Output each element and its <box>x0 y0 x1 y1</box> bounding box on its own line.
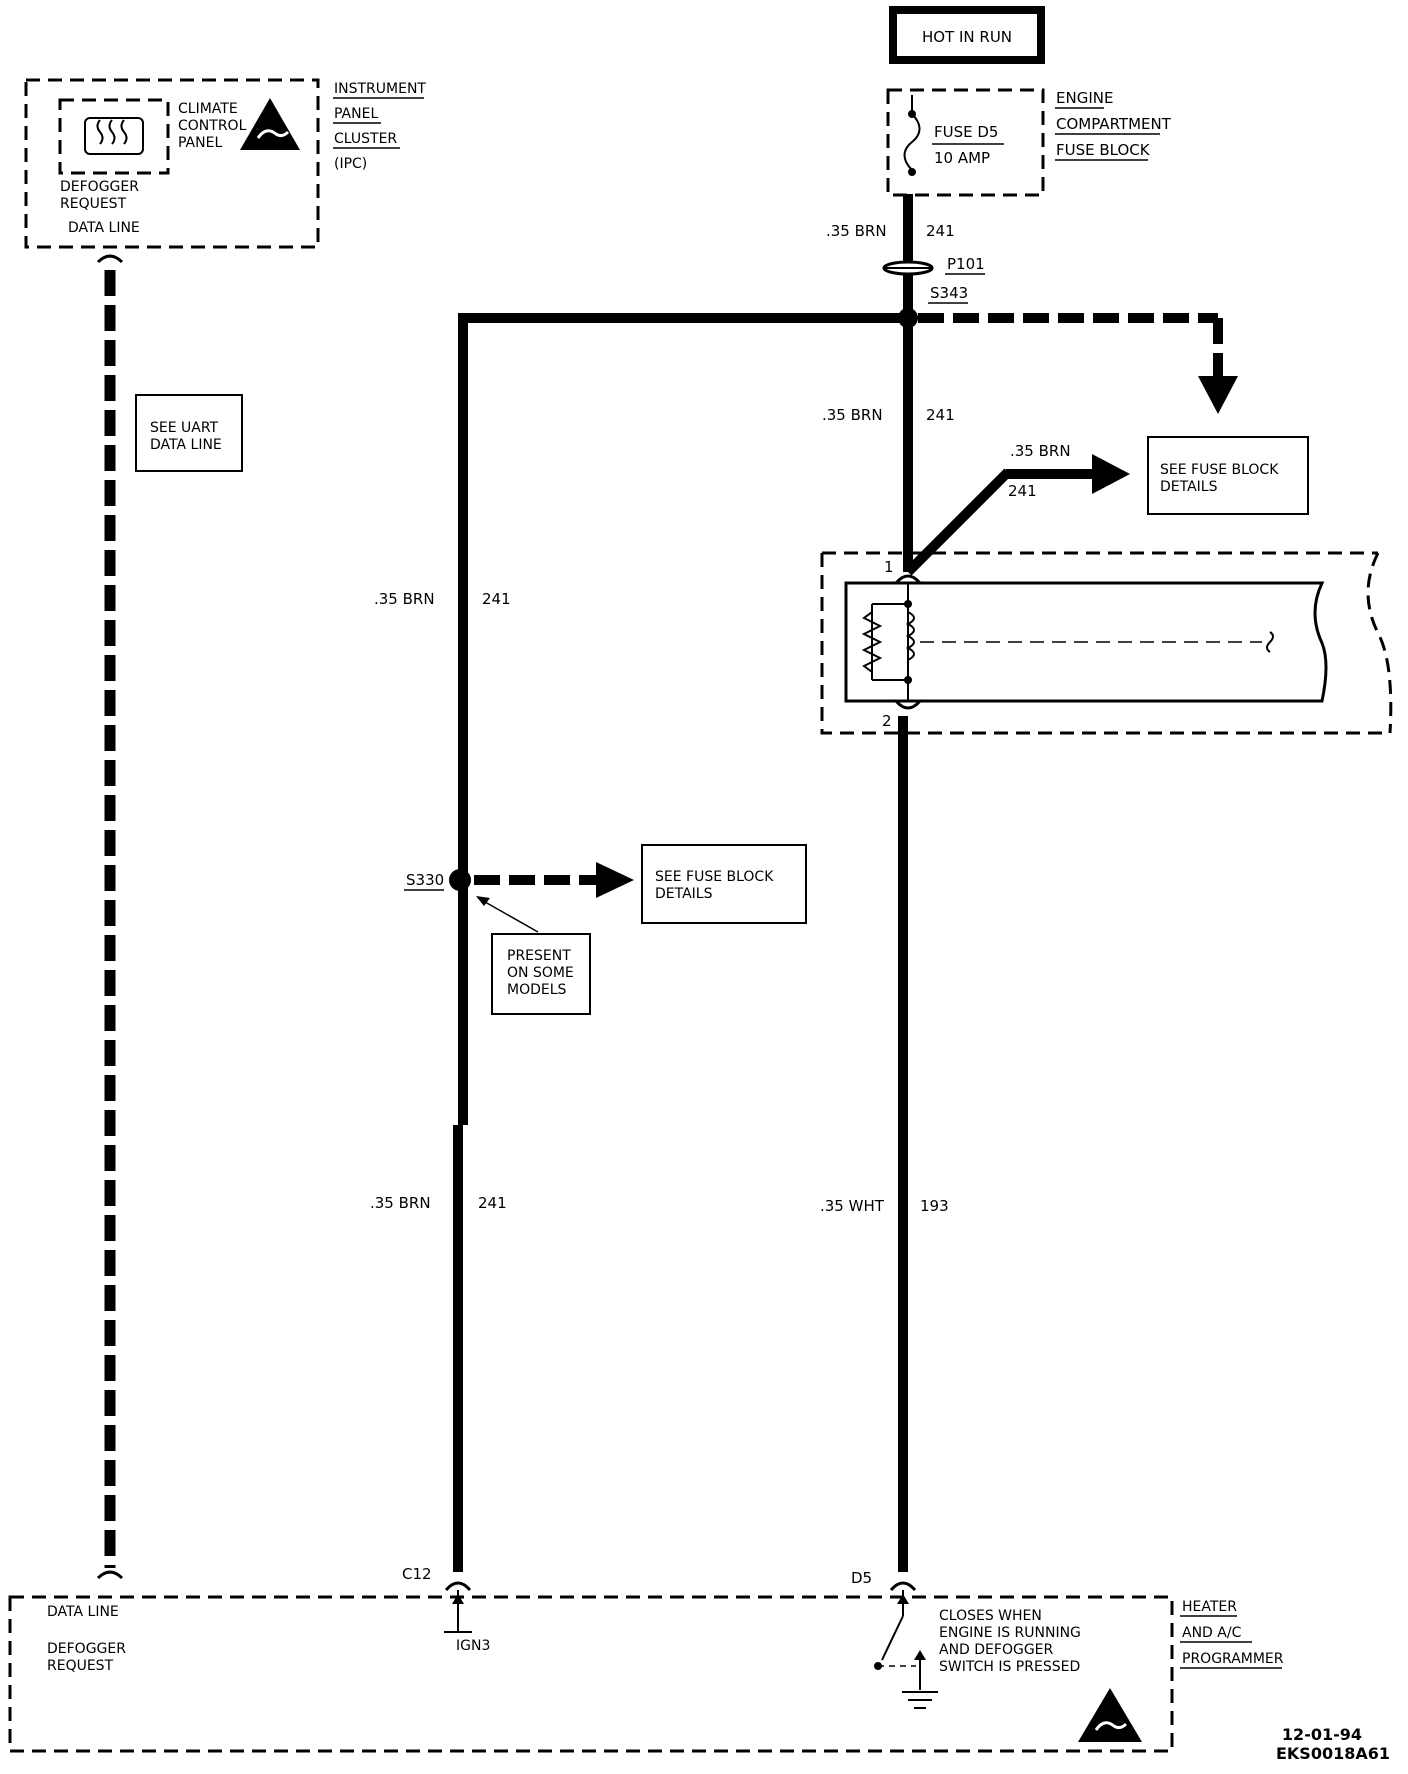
fuse-details-top-1: SEE FUSE BLOCK <box>1160 462 1279 478</box>
footer-date: 12-01-94 <box>1282 1725 1362 1744</box>
ground-icon <box>902 1691 938 1709</box>
present-1: PRESENT <box>507 948 571 964</box>
pin-2-label: 2 <box>882 712 892 730</box>
prog-label-3: PROGRAMMER <box>1182 1651 1284 1667</box>
ipc-label-2: PANEL <box>334 106 378 122</box>
ipc-label-1: INSTRUMENT <box>334 81 426 97</box>
present-callout: PRESENT ON SOME MODELS <box>476 896 591 1015</box>
brn-wire-left <box>449 313 908 1572</box>
s330-splice <box>449 869 471 891</box>
fuse-block-label-1: ENGINE <box>1056 89 1113 107</box>
switch-icon <box>881 1615 904 1661</box>
programmer-block <box>8 1581 1174 1753</box>
ign3-label: IGN3 <box>456 1638 490 1654</box>
hot-in-run-label: HOT IN RUN <box>922 28 1012 46</box>
resistor-icon <box>861 611 883 673</box>
prog-label-1: HEATER <box>1182 1599 1237 1615</box>
arrow-down-icon <box>1198 376 1238 414</box>
c12-label: C12 <box>402 1565 432 1583</box>
ipc-label-3: CLUSTER <box>334 131 397 147</box>
p101-label: P101 <box>947 255 985 273</box>
wht-gauge: .35 WHT <box>820 1197 885 1215</box>
arrow-right-icon-2 <box>596 862 634 898</box>
s343-dashed-branch <box>918 313 1238 414</box>
wire-circuit-top: 241 <box>926 222 955 240</box>
data-line-wire <box>96 254 124 1580</box>
s343-label: S343 <box>930 284 968 302</box>
prog-data-line: DATA LINE <box>47 1604 119 1620</box>
rear-defogger-icon <box>84 117 144 155</box>
ipc-panel-2: CONTROL <box>178 118 247 134</box>
switch-note-2: ENGINE IS RUNNING <box>939 1625 1081 1641</box>
uart-ref-2: DATA LINE <box>150 437 222 453</box>
fuse-name: FUSE D5 <box>934 123 998 141</box>
wave-break-icon <box>1266 631 1274 653</box>
left-circuit-lower: 241 <box>478 1194 507 1212</box>
ipc-block: CLIMATE CONTROL PANEL DEFOGGER REQUEST D… <box>24 78 426 249</box>
brn-wire-main <box>882 194 934 572</box>
fuse-details-box-top: SEE FUSE BLOCK DETAILS <box>1147 436 1309 515</box>
uart-reference-box: SEE UART DATA LINE <box>135 394 243 472</box>
arrow-right-icon <box>1092 454 1130 494</box>
fuse-details-top-2: DETAILS <box>1160 479 1218 495</box>
wire-circuit-mid: 241 <box>926 406 955 424</box>
branch-circuit: 241 <box>1008 482 1037 500</box>
uart-ref-1: SEE UART <box>150 420 219 436</box>
rear-defogger-grid <box>820 551 1393 735</box>
ipc-label-4: (IPC) <box>334 156 367 172</box>
wire-gauge-top: .35 BRN <box>826 222 887 240</box>
heater-coil-icon <box>905 611 915 661</box>
hot-in-run-box: HOT IN RUN <box>889 6 1045 64</box>
switch-note-3: AND DEFOGGER <box>939 1642 1054 1658</box>
ipc-panel-3: PANEL <box>178 135 222 151</box>
ipc-data-line: DATA LINE <box>68 220 140 236</box>
ipc-panel-1: CLIMATE <box>178 101 238 117</box>
switch-note-4: SWITCH IS PRESSED <box>939 1659 1080 1675</box>
brn-branch-diagonal <box>904 454 1130 576</box>
fuse-details-mid-2: DETAILS <box>655 886 713 902</box>
fuse-details-box-mid: SEE FUSE BLOCK DETAILS <box>641 844 807 924</box>
footer-code: EKS0018A61 <box>1276 1744 1390 1763</box>
wht-circuit: 193 <box>920 1197 949 1215</box>
fuse-block-label-3: FUSE BLOCK <box>1056 141 1151 159</box>
present-2: ON SOME <box>507 965 574 981</box>
ipc-defogger-2: REQUEST <box>60 196 127 212</box>
wire-gauge-mid: .35 BRN <box>822 406 883 424</box>
fuse-rating: 10 AMP <box>934 149 990 167</box>
branch-gauge: .35 BRN <box>1010 442 1071 460</box>
left-circuit-upper: 241 <box>482 590 511 608</box>
s330-label: S330 <box>406 871 444 889</box>
prog-defogger-1: DEFOGGER <box>47 1641 126 1657</box>
fuse-block-label-2: COMPARTMENT <box>1056 115 1172 133</box>
pin-1-label: 1 <box>884 558 894 576</box>
left-gauge-lower: .35 BRN <box>370 1194 431 1212</box>
prog-defogger-2: REQUEST <box>47 1658 114 1674</box>
switch-note-1: CLOSES WHEN <box>939 1608 1042 1624</box>
engine-fuse-block: FUSE D5 10 AMP ENGINE COMPARTMENT FUSE B… <box>886 88 1172 197</box>
ipc-defogger-1: DEFOGGER <box>60 179 139 195</box>
left-gauge-upper: .35 BRN <box>374 590 435 608</box>
esd-warning-icon-2 <box>1078 1688 1142 1742</box>
fuse-details-mid-1: SEE FUSE BLOCK <box>655 869 774 885</box>
prog-label-2: AND A/C <box>1182 1625 1242 1641</box>
esd-warning-icon <box>240 98 300 150</box>
present-3: MODELS <box>507 982 567 998</box>
s330-dashed-branch <box>474 862 634 898</box>
d5-label: D5 <box>851 1569 872 1587</box>
fuse-symbol-icon <box>903 113 921 171</box>
